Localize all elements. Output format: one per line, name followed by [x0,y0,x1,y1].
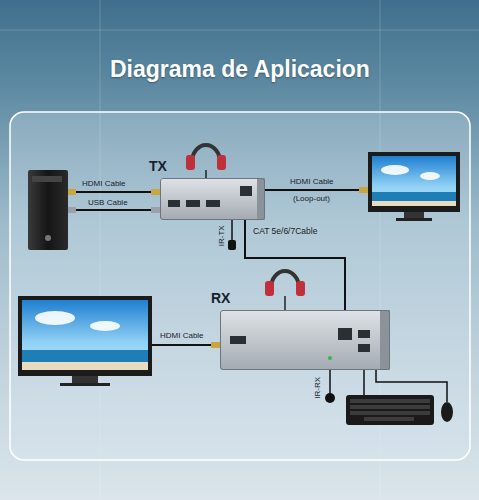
cable-plug [68,207,76,213]
rx-housing [380,310,390,370]
monitor-stand [60,383,110,386]
device-label: RX [211,290,230,306]
cable-label: USB Cable [88,198,128,208]
cloud [35,311,75,325]
pc-tower [28,170,68,250]
headphones [192,145,220,162]
key-row [350,411,430,415]
monitor-stand [404,212,424,218]
usb-cable [363,370,365,395]
cable-label: IR-TX [216,225,226,246]
power-button [45,235,51,241]
headphones [217,155,226,170]
device-label: TX [149,158,167,174]
device-box: TX [160,178,265,220]
monitor-stand [72,376,98,383]
hdmi-cable [265,189,368,191]
panel [10,112,470,460]
ir-cable [329,370,331,393]
cable-plug [359,187,368,193]
tx-housing [257,178,265,220]
keyboard [346,395,434,425]
mouse [441,402,453,422]
key-row [350,405,430,409]
monitor-screen [22,300,148,370]
led [328,356,332,360]
tx-housing [160,178,265,220]
hdmi-cable [68,191,160,193]
cloud [381,165,409,175]
usb-cable [68,209,160,211]
cable-label: IR-RX [313,377,323,399]
ir-receiver [325,393,335,403]
hdmi-cable [152,344,220,346]
headphones [296,281,305,296]
cable-label: HDMI Cable [290,177,334,187]
cable-label: (Loop-out) [293,194,330,204]
cable-plug [151,189,160,195]
monitor [368,152,460,212]
cable-plug [68,189,76,195]
ir-cable [231,220,233,240]
grid-line [0,30,479,31]
rx-housing [220,310,390,370]
cable-plug [151,207,160,213]
sand [372,201,456,206]
monitor-stand [396,218,432,221]
hdmi-port [230,336,246,344]
audio-cable [284,296,286,310]
title: Diagrama de Aplicacion [110,56,370,83]
port [168,200,180,207]
device-box: RX [220,310,390,370]
sand [22,362,148,370]
monitor [18,296,152,376]
keyboard-keys [350,399,430,421]
sea [372,192,456,201]
cloud [90,321,120,331]
usb-port [358,330,370,338]
headphones [271,271,299,288]
cloud [420,172,440,180]
audio-cable [205,170,207,178]
cable-label: HDMI Cable [82,179,126,189]
rj45-port [338,328,352,340]
port [186,200,200,207]
port [206,200,220,207]
headphones [265,281,274,296]
space-bar [364,417,414,421]
headphones [186,155,195,170]
cable-label: CAT 5e/6/7Cable [251,226,319,236]
cable-plug [211,342,220,348]
drive-bay [32,176,62,182]
key-row [350,399,430,403]
sea [22,350,148,362]
ir-receiver [228,240,236,250]
cable-label: HDMI Cable [160,331,204,341]
usb-port [358,344,370,352]
monitor-screen [372,156,456,206]
rj45-port [240,186,252,196]
cat-cable [245,220,345,310]
